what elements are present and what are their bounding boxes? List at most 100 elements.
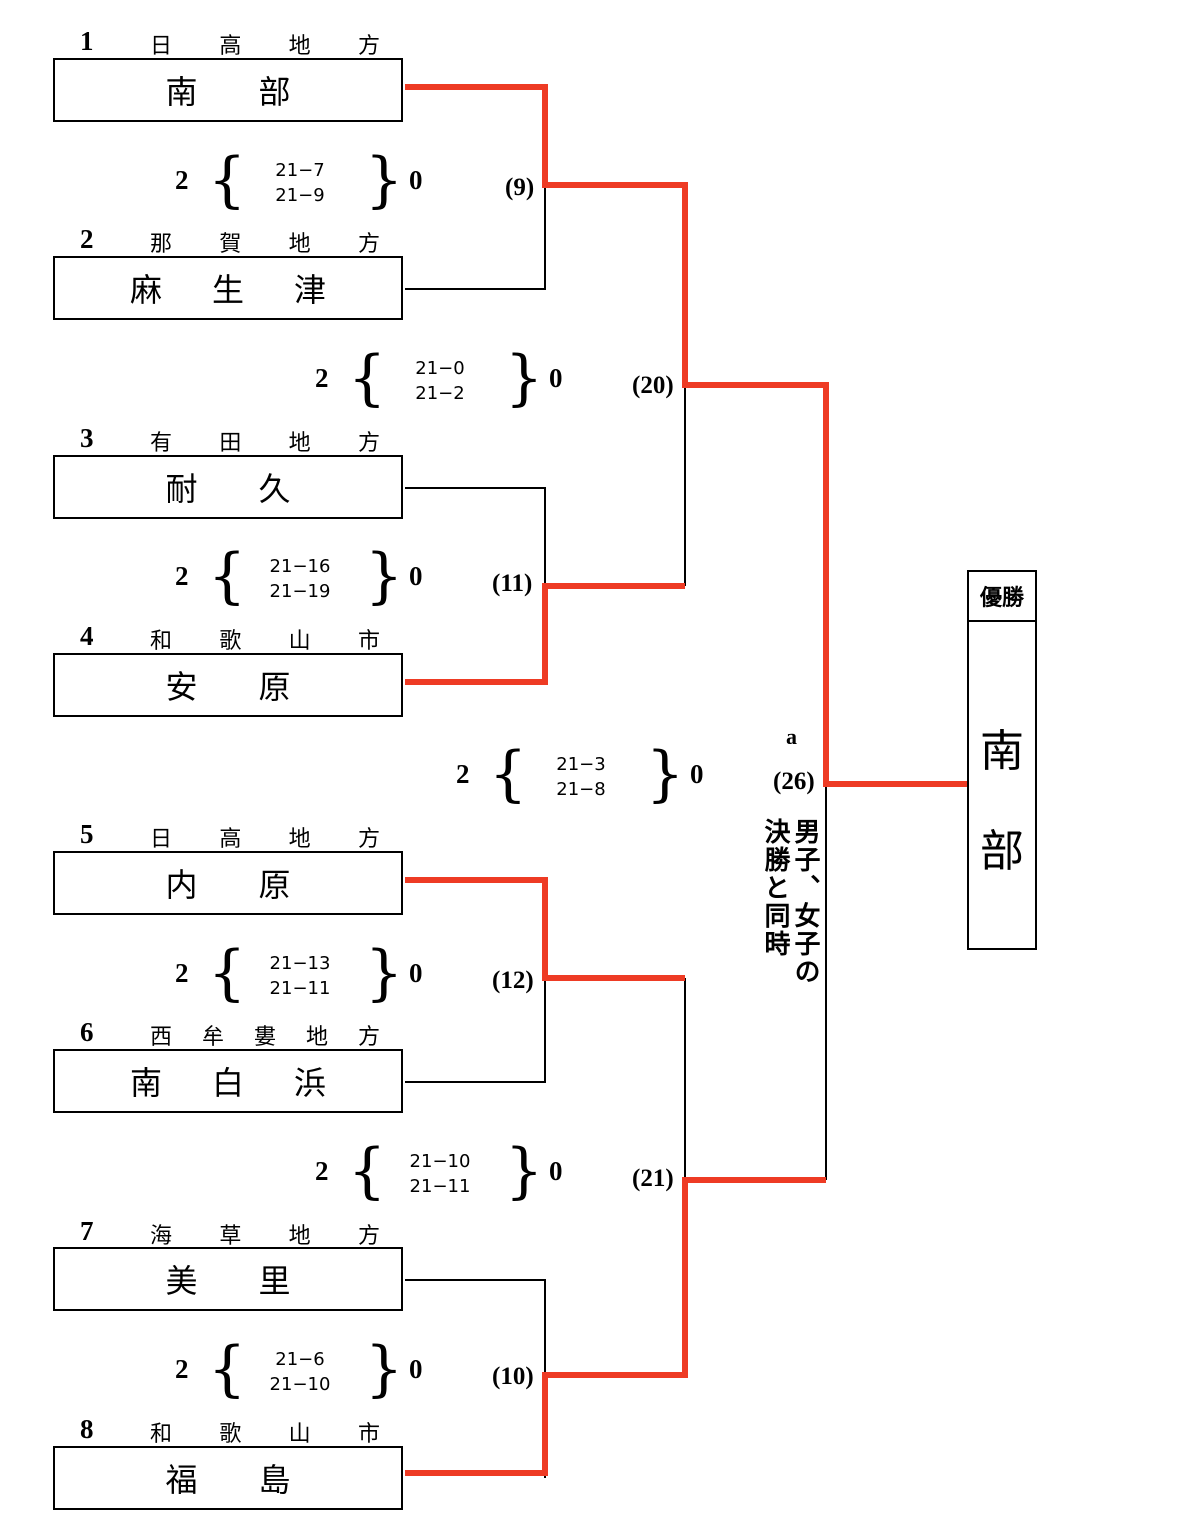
- region-char: 市: [357, 1422, 380, 1447]
- region-char: 地: [305, 1025, 328, 1050]
- match-number: (21): [632, 1165, 674, 1192]
- game-scores: 21−7 21−9: [260, 158, 340, 208]
- open-brace: {: [208, 541, 247, 611]
- close-brace: }: [505, 1136, 544, 1206]
- seed-number: 7: [80, 1216, 94, 1246]
- open-brace: {: [208, 145, 247, 215]
- team-name-char: 島: [258, 1461, 291, 1499]
- seed-number: 4: [80, 621, 94, 651]
- region-label: 日高地方: [150, 28, 380, 60]
- sets-lost: 0: [409, 1354, 423, 1384]
- region-char: 地: [288, 431, 311, 456]
- line-team6-r1: [405, 978, 546, 1083]
- sets-won: 2: [315, 363, 329, 393]
- region-char: 方: [357, 827, 380, 852]
- team-name-char: 生: [211, 271, 244, 309]
- match-number: (26): [773, 768, 815, 795]
- team-box: 美里: [53, 1247, 403, 1311]
- team-name-char: 里: [258, 1262, 291, 1300]
- game-score: 21−8: [556, 779, 606, 800]
- region-char: 婁: [253, 1025, 276, 1050]
- region-char: 方: [357, 34, 380, 59]
- team-name-char: 福: [165, 1461, 198, 1499]
- region-char: 市: [357, 629, 380, 654]
- seed-number: 8: [80, 1414, 94, 1444]
- winner-line-team4: [405, 583, 685, 685]
- game-scores: 21−13 21−11: [260, 951, 340, 1001]
- final-note-letter: a: [786, 724, 797, 749]
- game-score: 21−9: [275, 185, 325, 206]
- team-box: 安原: [53, 653, 403, 717]
- seed-number: 3: [80, 423, 94, 453]
- game-score: 21−13: [269, 953, 331, 974]
- game-score: 21−0: [415, 358, 465, 379]
- team-name-char: 津: [293, 271, 326, 309]
- game-score: 21−10: [269, 1374, 331, 1395]
- match-number: (10): [492, 1363, 534, 1390]
- close-brace: }: [365, 1334, 404, 1404]
- region-char: 山: [288, 1422, 311, 1447]
- game-score: 21−19: [269, 581, 331, 602]
- sets-won: 2: [175, 165, 189, 195]
- region-char: 西: [150, 1025, 173, 1050]
- game-scores: 21−16 21−19: [260, 554, 340, 604]
- game-score: 21−3: [556, 754, 606, 775]
- seed-number: 2: [80, 224, 94, 254]
- game-score: 21−7: [275, 160, 325, 181]
- match-number: (12): [492, 967, 534, 994]
- game-score: 21−16: [269, 556, 331, 577]
- team-name-char: 久: [258, 470, 291, 508]
- game-score: 21−11: [269, 978, 331, 999]
- team-name-char: 原: [258, 866, 291, 904]
- region-char: 有: [150, 431, 173, 456]
- region-char: 山: [288, 629, 311, 654]
- sets-won: 2: [175, 561, 189, 591]
- sets-lost: 0: [409, 165, 423, 195]
- match-number: (9): [505, 174, 535, 201]
- team-box: 耐久: [53, 455, 403, 519]
- game-scores: 21−10 21−11: [400, 1149, 480, 1199]
- region-char: 日: [150, 827, 173, 852]
- region-char: 方: [357, 1224, 380, 1249]
- sets-won: 2: [175, 1354, 189, 1384]
- winner-line-team1: [405, 84, 967, 787]
- game-score: 21−2: [415, 383, 465, 404]
- team-name-char: 原: [258, 668, 291, 706]
- game-score: 21−10: [409, 1151, 471, 1172]
- team-box: 麻生津: [53, 256, 403, 320]
- seed-number: 6: [80, 1017, 94, 1047]
- team-name-char: 安: [165, 668, 198, 706]
- champion-label: 優勝: [969, 572, 1035, 622]
- region-label: 西牟婁地方: [150, 1019, 380, 1051]
- close-brace: }: [505, 343, 544, 413]
- region-char: 和: [150, 1422, 173, 1447]
- region-label: 和歌山市: [150, 1416, 380, 1448]
- winner-line-team5: [405, 877, 685, 981]
- region-char: 海: [150, 1224, 173, 1249]
- line-team7-r1: [405, 1279, 546, 1375]
- game-scores: 21−0 21−2: [400, 356, 480, 406]
- seed-number: 5: [80, 819, 94, 849]
- open-brace: {: [348, 343, 387, 413]
- open-brace: {: [489, 739, 528, 809]
- team-box: 内原: [53, 851, 403, 915]
- region-char: 歌: [219, 629, 242, 654]
- sets-lost: 0: [549, 363, 563, 393]
- team-name-char: 内: [165, 866, 198, 904]
- region-label: 和歌山市: [150, 623, 380, 655]
- region-char: 地: [288, 34, 311, 59]
- seed-number: 1: [80, 26, 94, 56]
- champion-box: 優勝 南 部: [967, 570, 1037, 950]
- team-name-char: 白: [211, 1064, 244, 1102]
- team-name-char: 浜: [293, 1064, 326, 1102]
- team-box: 南白浜: [53, 1049, 403, 1113]
- sets-lost: 0: [409, 958, 423, 988]
- region-char: 和: [150, 629, 173, 654]
- game-score: 21−11: [409, 1176, 471, 1197]
- game-score: 21−6: [275, 1349, 325, 1370]
- region-char: 方: [357, 431, 380, 456]
- region-label: 日高地方: [150, 821, 380, 853]
- region-char: 方: [357, 232, 380, 257]
- team-box: 南部: [53, 58, 403, 122]
